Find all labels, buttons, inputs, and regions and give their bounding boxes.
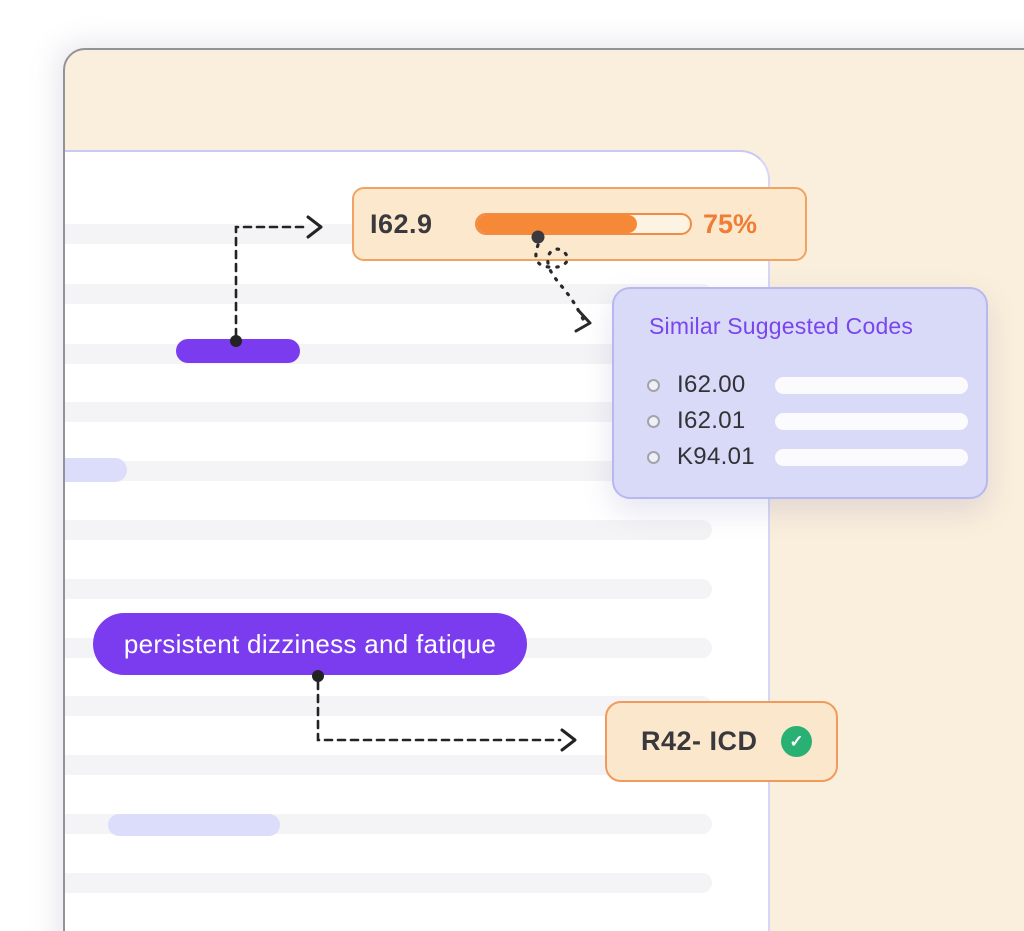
highlight-pill: persistent dizziness and fatique <box>93 613 527 675</box>
suggested-code-skeleton <box>775 448 968 466</box>
code-confidence-badge[interactable]: I62.9 75% <box>352 187 807 261</box>
icd-result-label: R42- ICD <box>641 726 758 756</box>
suggested-code-label: I62.00 <box>677 371 746 398</box>
radio-button[interactable] <box>647 378 660 392</box>
confidence-progress-fill <box>477 215 637 233</box>
suggested-code-option[interactable]: I62.01 <box>614 403 986 439</box>
suggested-codes-title: Similar Suggested Codes <box>649 313 914 339</box>
lavender-highlight-bar-1 <box>65 458 127 482</box>
confidence-percent-label: 75% <box>703 208 758 239</box>
suggested-codes-card: Similar Suggested Codes I62.00 I62.01 K9… <box>612 287 988 499</box>
suggested-codes-list: I62.00 I62.01 K94.01 <box>614 367 986 475</box>
suggested-code-label: I62.01 <box>677 407 746 434</box>
text-highlight-bar <box>176 339 300 363</box>
skeleton-line <box>65 520 712 540</box>
check-icon: ✓ <box>789 731 804 751</box>
suggested-code-skeleton <box>775 412 968 430</box>
skeleton-line <box>65 579 712 599</box>
suggested-code-option[interactable]: K94.01 <box>614 439 986 475</box>
confidence-progress-track <box>475 213 692 235</box>
radio-button[interactable] <box>647 450 660 464</box>
check-circle: ✓ <box>781 726 812 757</box>
suggested-code-skeleton <box>775 376 968 394</box>
skeleton-line <box>65 755 712 775</box>
radio-button[interactable] <box>647 414 660 428</box>
skeleton-line <box>65 402 712 422</box>
highlight-pill-label: persistent dizziness and fatique <box>123 628 497 659</box>
lavender-highlight-bar-2 <box>108 814 280 836</box>
document-panel <box>65 150 770 931</box>
suggested-code-label: K94.01 <box>677 443 755 470</box>
skeleton-line <box>65 873 712 893</box>
code-label: I62.9 <box>370 208 433 239</box>
suggested-code-option[interactable]: I62.00 <box>614 367 986 403</box>
skeleton-line <box>65 461 712 481</box>
icd-result-badge[interactable]: R42- ICD ✓ <box>605 701 838 782</box>
